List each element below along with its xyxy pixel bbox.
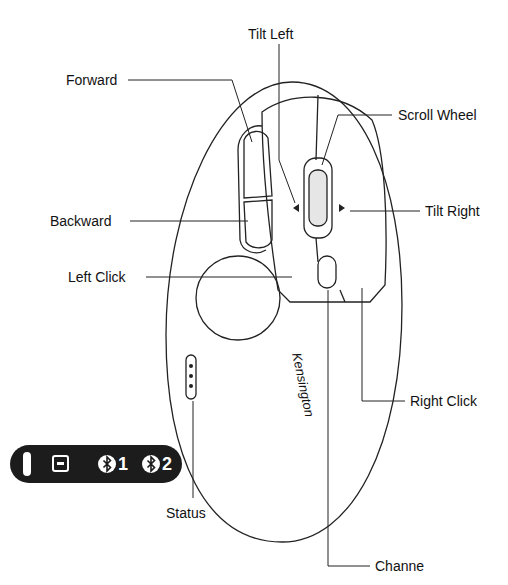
part-label: Left Click [68, 269, 126, 285]
leader-line [350, 211, 420, 212]
part-label: Tilt Left [248, 26, 293, 42]
leader-line [362, 288, 405, 401]
bluetooth-icon [98, 455, 116, 473]
side-buttons-housing [238, 126, 266, 253]
part-label: Scroll Wheel [398, 107, 477, 123]
forward-button [244, 131, 272, 198]
channel-number: 1 [118, 454, 128, 474]
channel-button [318, 256, 336, 288]
tilt-left-arrow [293, 204, 299, 212]
led-icon [23, 452, 31, 476]
status-panel: 12 [10, 445, 182, 483]
trackball [196, 256, 280, 340]
part-label: Forward [66, 72, 117, 88]
part-label: Tilt Right [425, 203, 480, 219]
leader-line [130, 221, 248, 222]
channel-number: 2 [162, 454, 172, 474]
button-area [262, 97, 386, 302]
mouse-body [166, 82, 402, 542]
scroll-wheel [309, 170, 327, 226]
leader-line [146, 277, 292, 278]
part-label: Backward [50, 213, 111, 229]
leader-line [193, 401, 194, 498]
status-icons [10, 445, 182, 483]
receiver-icon [53, 456, 68, 471]
scroll-wheel-housing [304, 158, 332, 238]
part-label: Status [166, 505, 206, 521]
status-leds [186, 355, 196, 399]
leader-line [128, 80, 252, 142]
part-label: Right Click [410, 393, 477, 409]
brand-name: Kensington [288, 351, 317, 418]
tilt-right-arrow [339, 204, 345, 212]
part-label: Channe [375, 558, 424, 574]
bluetooth-icon [142, 455, 160, 473]
leader-line [322, 115, 392, 165]
backward-button [244, 200, 272, 248]
leader-line [328, 290, 370, 566]
leader-line [279, 44, 295, 203]
